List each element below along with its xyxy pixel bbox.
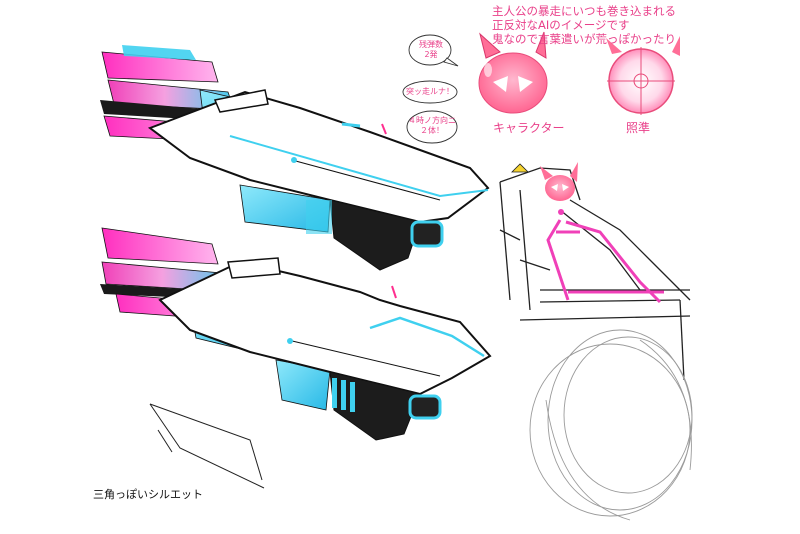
bubble-line: ２体！	[420, 125, 444, 135]
speech-bubble-dont-rush: 突ッ走ルナ！	[403, 87, 457, 97]
label-crosshair: 照準	[626, 121, 651, 135]
label-character: キャラクター	[493, 121, 565, 135]
concept-notes: 主人公の暴走にいつも巻き込まれる 正反対なAIのイメージです 鬼なので言葉遣いが…	[492, 4, 676, 46]
concept-note-line: 鬼なので言葉遣いが荒っぽかったり	[492, 32, 676, 46]
bubble-line: 突ッ走ルナ！	[406, 87, 454, 96]
label-silhouette: 三角っぽいシルエット	[93, 488, 203, 501]
triangle-silhouette-sketch	[149, 403, 265, 489]
concept-note-line: 主人公の暴走にいつも巻き込まれる	[492, 4, 676, 18]
crosshair-icon	[606, 36, 680, 115]
speech-bubble-direction: ４時ノ方向ニ ２体！	[407, 116, 457, 135]
bubble-line: 残弾数	[419, 40, 443, 49]
bubble-line: 2発	[424, 49, 438, 59]
character-device-sketch	[499, 162, 691, 381]
gun-design-top	[100, 45, 490, 271]
oni-character-icon	[478, 31, 548, 114]
concept-note-line: 正反対なAIのイメージです	[492, 18, 630, 32]
speech-bubbles	[402, 34, 459, 144]
gun-design-middle	[100, 227, 492, 441]
circle-sketches	[529, 329, 693, 521]
speech-bubble-ammo: 残弾数 2発	[411, 40, 451, 59]
bubble-line: ４時ノ方向ニ	[408, 116, 456, 125]
